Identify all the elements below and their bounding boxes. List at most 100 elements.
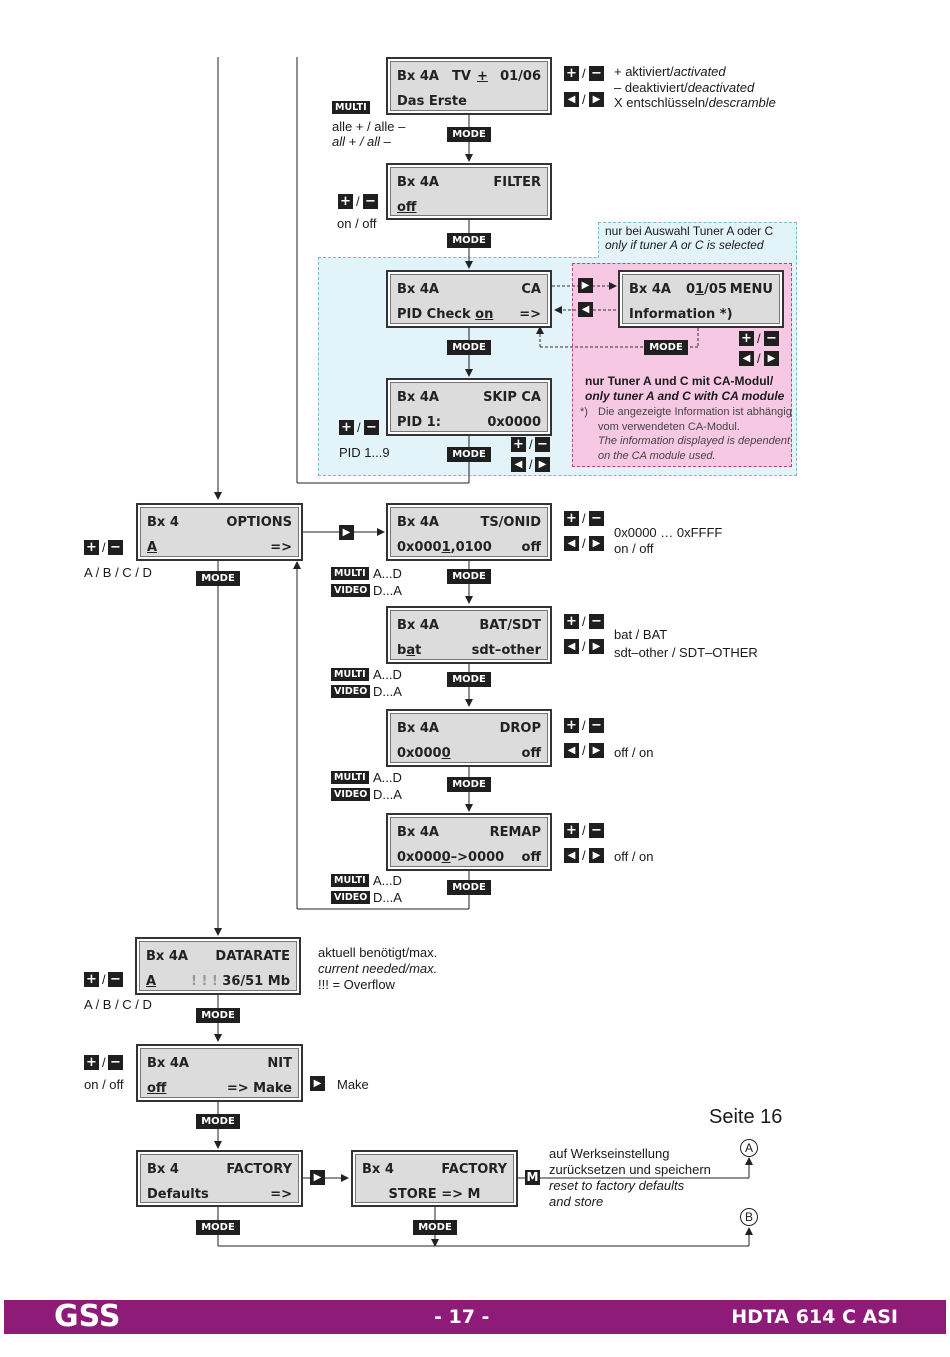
slash: / (102, 540, 106, 555)
right-arrow-key[interactable]: ▶ (535, 457, 550, 472)
minus-key[interactable]: − (108, 972, 123, 987)
slash: / (582, 66, 586, 81)
footnote-line-3: The information displayed is dependent (598, 435, 791, 447)
right-arrow-key[interactable]: ▶ (310, 1170, 325, 1185)
display-skip-ca: Bx 4A SKIP CA PID 1: 0x0000 (386, 378, 552, 436)
minus-key[interactable]: − (363, 194, 378, 209)
right-arrow-key[interactable]: ▶ (310, 1076, 325, 1091)
factory-note-en-2: and store (549, 1194, 604, 1209)
minus-key[interactable]: − (589, 66, 604, 81)
ca-module-note-en: only tuner A and C with CA module (585, 389, 785, 403)
right-arrow-key[interactable]: ▶ (589, 743, 604, 758)
alle-note: alle + / alle – (332, 119, 406, 134)
slash: / (582, 718, 586, 733)
display-tv: Bx 4A TV + 01/06 Das Erste (386, 57, 552, 115)
tuner-ac-note-en: only if tuner A or C is selected (605, 238, 764, 252)
left-arrow-key[interactable]: ◀ (564, 743, 579, 758)
plus-key[interactable]: + (84, 972, 99, 987)
right-arrow-key[interactable]: ▶ (764, 351, 779, 366)
mode-button-bat-sdt[interactable]: MODE (447, 672, 491, 687)
plus-key[interactable]: + (739, 331, 754, 346)
left-arrow-key[interactable]: ◀ (511, 457, 526, 472)
plus-key[interactable]: + (338, 194, 353, 209)
mode-button-nit[interactable]: MODE (196, 1114, 240, 1129)
ts-onid-on-off: on / off (614, 541, 654, 556)
left-arrow-key[interactable]: ◀ (578, 302, 593, 317)
mode-button-filter[interactable]: MODE (447, 233, 491, 248)
plus-key[interactable]: + (84, 540, 99, 555)
slash: / (757, 351, 761, 366)
multi-range: A...D (373, 667, 402, 682)
datarate-tuner-range: A / B / C / D (84, 997, 152, 1012)
right-arrow-key[interactable]: ▶ (339, 525, 354, 540)
connector-a-marker: A (740, 1139, 758, 1157)
minus-key[interactable]: − (764, 331, 779, 346)
overflow-note: !!! = Overflow (318, 977, 395, 992)
slash: / (757, 331, 761, 346)
plus-key[interactable]: + (339, 420, 354, 435)
m-key[interactable]: M (525, 1170, 540, 1185)
multi-tag: MULTI (332, 101, 370, 114)
drop-off-on: off / on (614, 745, 654, 760)
slash: / (582, 536, 586, 551)
display-ts-onid: Bx 4A TS/ONID 0x0001,0100 off (386, 503, 552, 561)
plus-key[interactable]: + (84, 1055, 99, 1070)
minus-key[interactable]: − (589, 511, 604, 526)
display-datarate: Bx 4A DATARATE A ! ! ! 36/51 Mb (135, 937, 301, 995)
slash: / (582, 823, 586, 838)
mode-button-factory-defaults[interactable]: MODE (196, 1220, 240, 1235)
minus-key[interactable]: − (108, 1055, 123, 1070)
brand-logo: GSS (54, 1299, 121, 1334)
minus-key[interactable]: − (364, 420, 379, 435)
minus-key[interactable]: − (589, 823, 604, 838)
video-tag: VIDEO (331, 788, 371, 801)
multi-tag: MULTI (331, 567, 369, 580)
mode-button-ts-onid[interactable]: MODE (447, 569, 491, 584)
page-number: - 17 - (434, 1306, 490, 1328)
minus-key[interactable]: − (589, 718, 604, 733)
filter-on-off: on / off (337, 216, 377, 231)
minus-key[interactable]: − (535, 437, 550, 452)
display-drop: Bx 4A DROP 0x0000 off (386, 709, 552, 767)
minus-key[interactable]: − (589, 614, 604, 629)
mode-button-ca-menu[interactable]: MODE (644, 340, 688, 355)
display-remap: Bx 4A REMAP 0x0000–>0000 off (386, 813, 552, 871)
mode-button-datarate[interactable]: MODE (196, 1008, 240, 1023)
right-arrow-key[interactable]: ▶ (589, 92, 604, 107)
left-arrow-key[interactable]: ◀ (564, 536, 579, 551)
mode-button-drop[interactable]: MODE (447, 777, 491, 792)
right-arrow-key[interactable]: ▶ (578, 278, 593, 293)
slash: / (356, 194, 360, 209)
datarate-note-en: current needed/max. (318, 961, 438, 976)
plus-key[interactable]: + (511, 437, 526, 452)
nit-make: Make (337, 1077, 369, 1092)
mode-button-ca[interactable]: MODE (447, 340, 491, 355)
plus-key[interactable]: + (564, 718, 579, 733)
mode-button-remap[interactable]: MODE (447, 880, 491, 895)
ts-onid-range: 0x0000 … 0xFFFF (614, 525, 723, 540)
left-arrow-key[interactable]: ◀ (564, 639, 579, 654)
left-arrow-key[interactable]: ◀ (564, 848, 579, 863)
video-tag: VIDEO (331, 685, 371, 698)
left-arrow-key[interactable]: ◀ (564, 92, 579, 107)
connector-b-marker: B (740, 1208, 758, 1226)
right-arrow-key[interactable]: ▶ (589, 848, 604, 863)
slash: / (582, 848, 586, 863)
mode-button-factory-store[interactable]: MODE (413, 1220, 457, 1235)
multi-range: A...D (373, 566, 402, 581)
right-arrow-key[interactable]: ▶ (589, 536, 604, 551)
plus-key[interactable]: + (564, 614, 579, 629)
mode-button-options[interactable]: MODE (196, 571, 240, 586)
slash: / (582, 743, 586, 758)
slash: / (529, 457, 533, 472)
plus-key[interactable]: + (564, 66, 579, 81)
mode-button-skip-ca[interactable]: MODE (447, 447, 491, 462)
right-arrow-key[interactable]: ▶ (589, 639, 604, 654)
video-tag: VIDEO (331, 891, 371, 904)
minus-key[interactable]: − (108, 540, 123, 555)
plus-key[interactable]: + (564, 511, 579, 526)
slash: / (529, 437, 533, 452)
plus-key[interactable]: + (564, 823, 579, 838)
mode-button-tv[interactable]: MODE (447, 127, 491, 142)
left-arrow-key[interactable]: ◀ (739, 351, 754, 366)
